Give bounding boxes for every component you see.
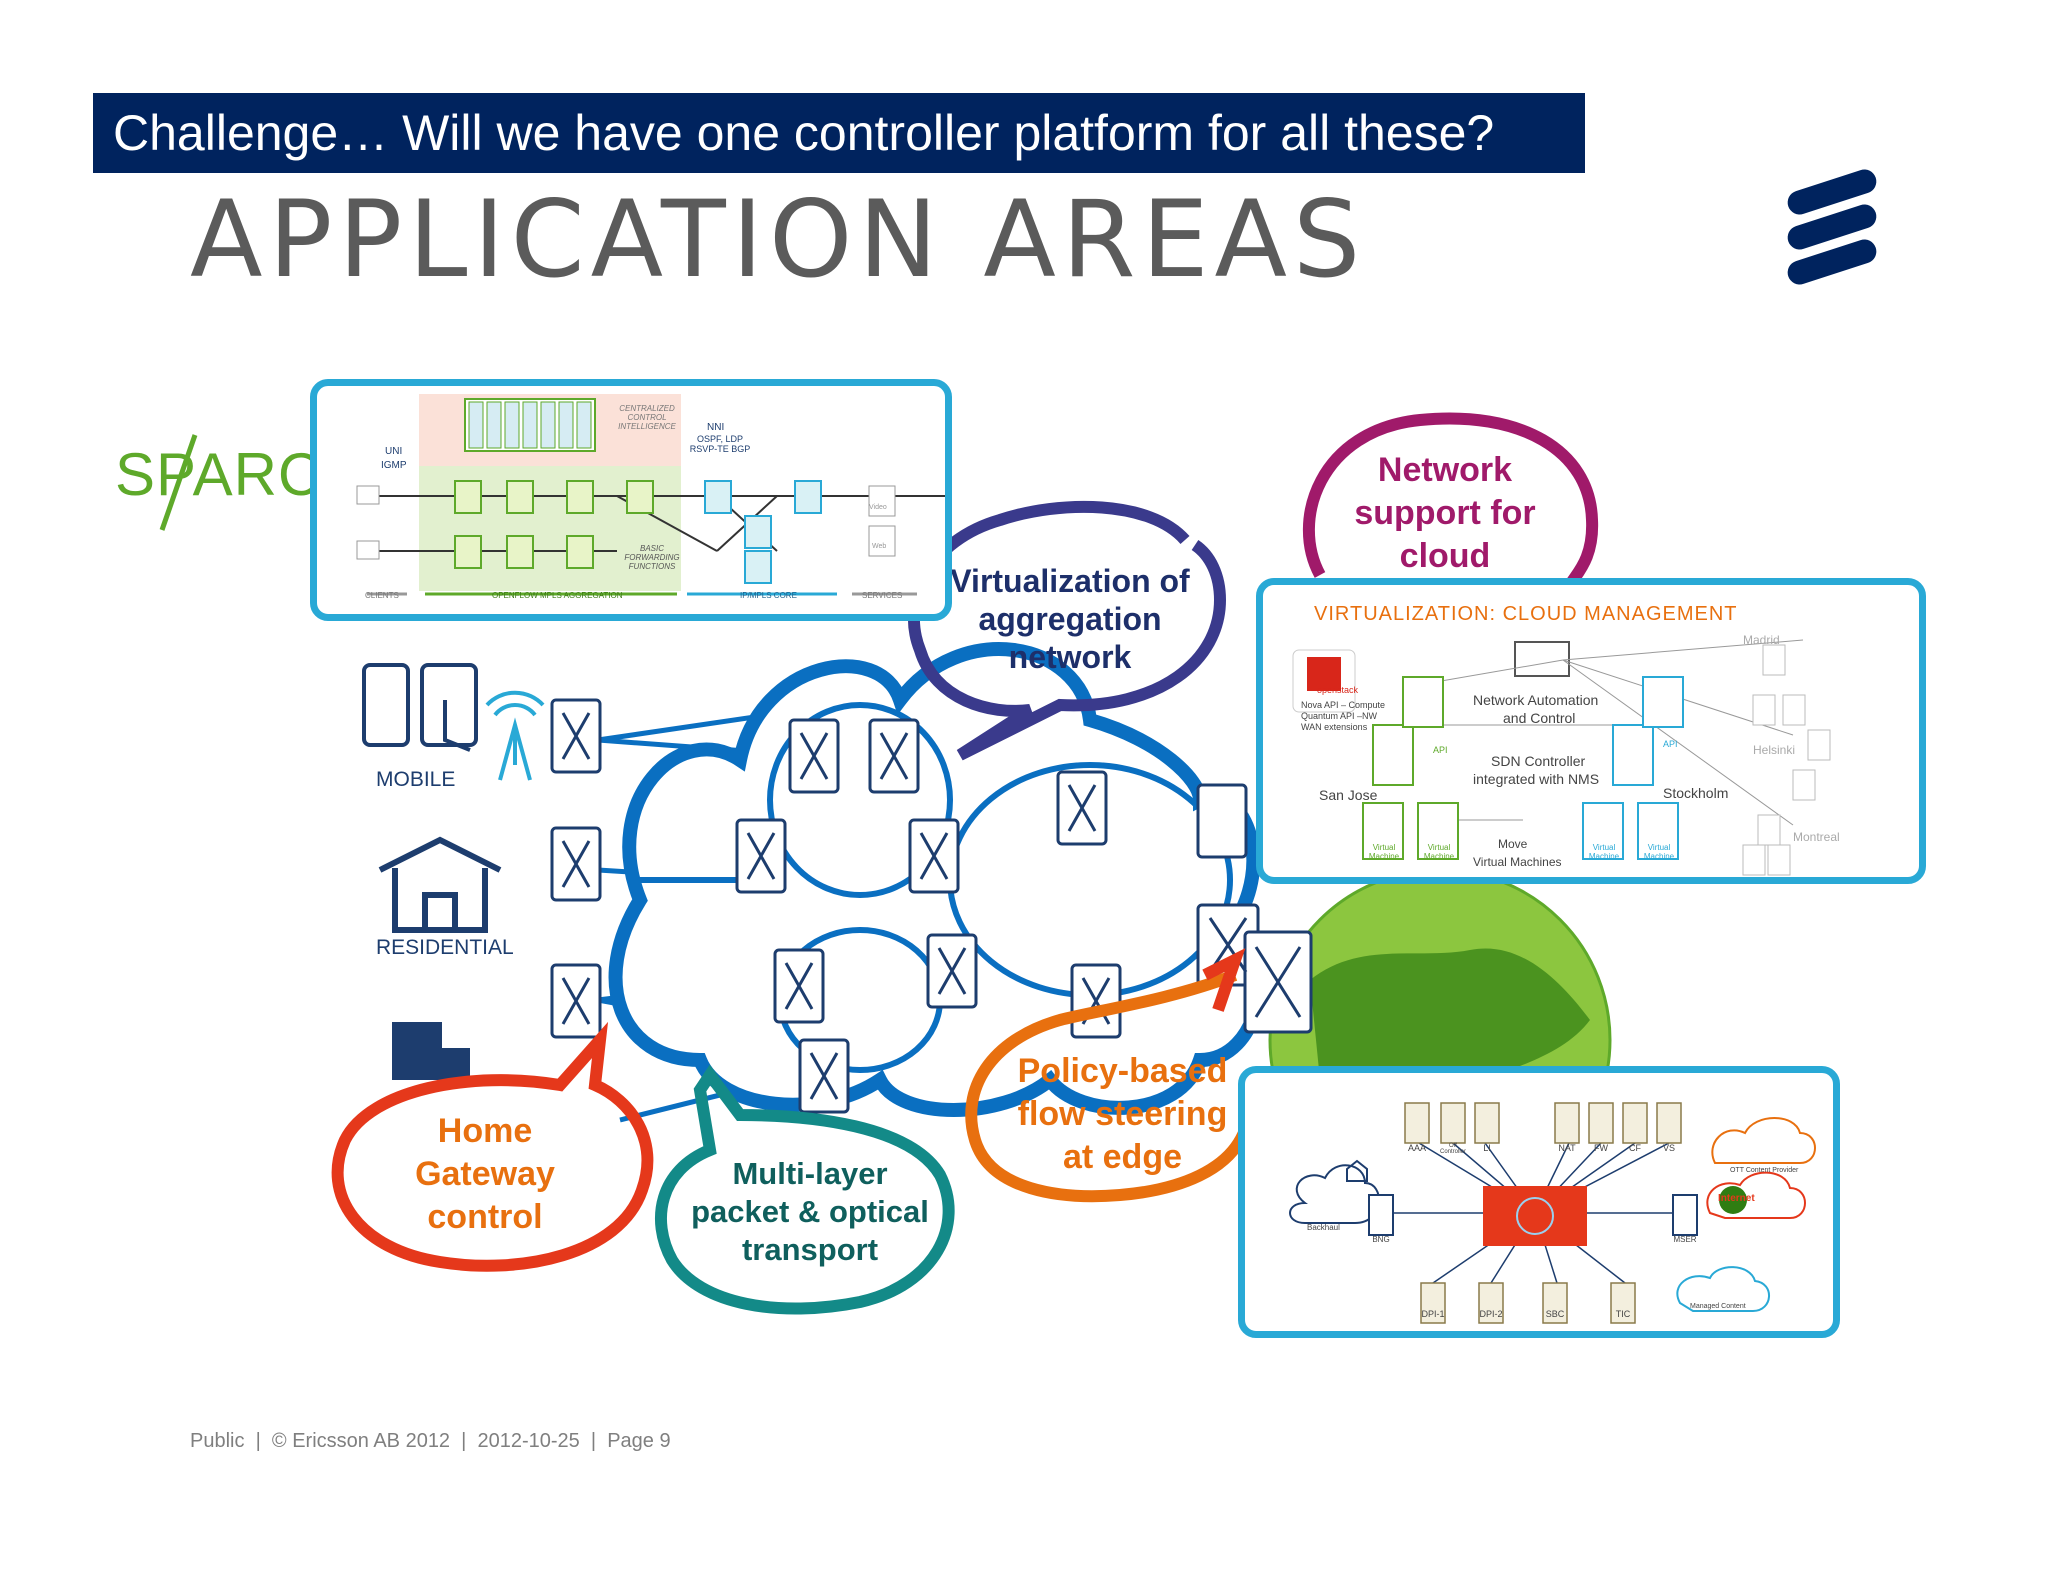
sparc-video-label: Video — [869, 504, 887, 511]
vm-label-1: Virtual Machine — [1368, 843, 1400, 861]
edge-node-li: LI — [1483, 1143, 1491, 1153]
api-label-left: API — [1433, 745, 1448, 755]
edge-node-fw: FW — [1594, 1143, 1608, 1153]
slide-banner: Challenge… Will we have one controller p… — [93, 93, 1585, 173]
virtualization-bubble — [907, 500, 1227, 761]
edge-node-dpi2: DPI-2 — [1479, 1309, 1503, 1319]
sparc-logo: SPARC — [115, 441, 323, 508]
api-label-right: API — [1663, 739, 1678, 749]
sdn-label: SDN Controller — [1491, 753, 1586, 769]
sparc-ipmpls-label: IP/MPLS CORE — [740, 591, 797, 600]
managed-content-label: Managed Content — [1690, 1303, 1746, 1310]
ott-label: OTT Content Provider — [1730, 1167, 1799, 1174]
building-icon — [392, 1022, 470, 1080]
sparc-centralized-label: CENTRALIZED CONTROL INTELLIGENCE — [618, 404, 676, 431]
ericsson-logo — [1787, 169, 1877, 285]
edge-node-dpi1: DPI-1 — [1421, 1309, 1445, 1319]
antenna-icon — [485, 690, 545, 781]
edge-panel: AAA Off Controller LI NAT FW CF VS DPI-1… — [1238, 1066, 1840, 1338]
sparc-uni-label: UNI — [385, 446, 403, 457]
slide-heading: APPLICATION AREAS — [190, 178, 1367, 301]
nova-label: Nova API – Compute — [1301, 700, 1386, 710]
edge-service-diagram — [1289, 1102, 1816, 1324]
edge-node-aaa: AAA — [1407, 1143, 1426, 1153]
integrated-label: integrated with NMS — [1473, 771, 1600, 787]
quantum-label: Quantum API –NW — [1301, 711, 1378, 721]
move-vm-label: Virtual Machines — [1473, 855, 1562, 869]
home-bubble — [331, 1021, 654, 1272]
virtualization-text: Virtualization of aggregation network — [950, 563, 1190, 675]
sparc-web-label: Web — [872, 543, 887, 550]
stockholm-label: Stockholm — [1663, 785, 1729, 801]
mobile-label: MOBILE — [376, 768, 456, 791]
cloud-management-diagram — [1292, 639, 1831, 876]
cloud-panel-title: VIRTUALIZATION: CLOUD MANAGEMENT — [1314, 603, 1738, 625]
residential-label: RESIDENTIAL — [376, 936, 514, 959]
openstack-label: openstack — [1317, 685, 1359, 695]
cloud-bubble — [1302, 412, 1599, 589]
mser-label: MSER — [1673, 1235, 1697, 1244]
sparc-igmp-label: IGMP — [381, 460, 407, 471]
helsinki-label: Helsinki — [1753, 743, 1796, 757]
multilayer-text: Multi-layer packet & optical transport — [691, 1156, 929, 1267]
vm-label-4: Virtual Machine — [1643, 843, 1675, 861]
madrid-label: Madrid — [1743, 633, 1780, 647]
policy-text: Policy-based flow steering at edge — [1017, 1052, 1228, 1176]
edge-node-cf: CF — [1629, 1143, 1641, 1153]
slide-footer: Public | © Ericsson AB 2012 | 2012-10-25… — [190, 1430, 671, 1452]
sparc-slash — [159, 434, 198, 531]
policy-bubble — [965, 969, 1251, 1203]
cloud-panel: VIRTUALIZATION: CLOUD MANAGEMENT opensta… — [1256, 578, 1926, 884]
sparc-nni-label: NNI — [707, 422, 725, 433]
sparc-clients-label: CLIENTS — [365, 591, 399, 600]
and-control-label: and Control — [1503, 710, 1576, 726]
vm-label-3: Virtual Machine — [1588, 843, 1620, 861]
vm-label-2: Virtual Machine — [1423, 843, 1455, 861]
edge-node-vs: VS — [1662, 1143, 1675, 1153]
sparc-architecture-diagram — [356, 394, 945, 596]
multilayer-bubble — [655, 1064, 955, 1315]
sparc-services-label: SERVICES — [862, 591, 903, 600]
montreal-label: Montreal — [1793, 830, 1840, 844]
cloud-text: Network support for cloud — [1354, 451, 1536, 575]
bng-label: BNG — [1372, 1235, 1390, 1244]
san-jose-label: San Jose — [1319, 787, 1378, 803]
sparc-openflow-label: OPENFLOW MPLS AGGREGATION — [492, 591, 623, 600]
sparc-panel: CENTRALIZED CONTROL INTELLIGENCE UNI IGM… — [310, 379, 952, 621]
mobile-icon — [362, 663, 478, 752]
home-text: Home Gateway control — [415, 1112, 555, 1236]
sparc-nni-protocols: OSPF, LDP RSVP-TE BGP — [689, 434, 751, 454]
edge-node-tic: TIC — [1615, 1309, 1631, 1319]
edge-node-nat: NAT — [1558, 1143, 1576, 1153]
wan-label: WAN extensions — [1301, 722, 1368, 732]
move-label: Move — [1498, 837, 1528, 851]
edge-node-off: Off Controller — [1439, 1143, 1466, 1155]
edge-node-sbc: SBC — [1545, 1309, 1565, 1319]
sparc-basic-label: BASIC FORWARDING FUNCTIONS — [624, 544, 680, 571]
backhaul-label: Backhaul — [1307, 1223, 1340, 1232]
house-icon — [378, 836, 502, 933]
automation-label: Network Automation — [1473, 692, 1599, 708]
internet-label: Internet — [1718, 1193, 1755, 1204]
